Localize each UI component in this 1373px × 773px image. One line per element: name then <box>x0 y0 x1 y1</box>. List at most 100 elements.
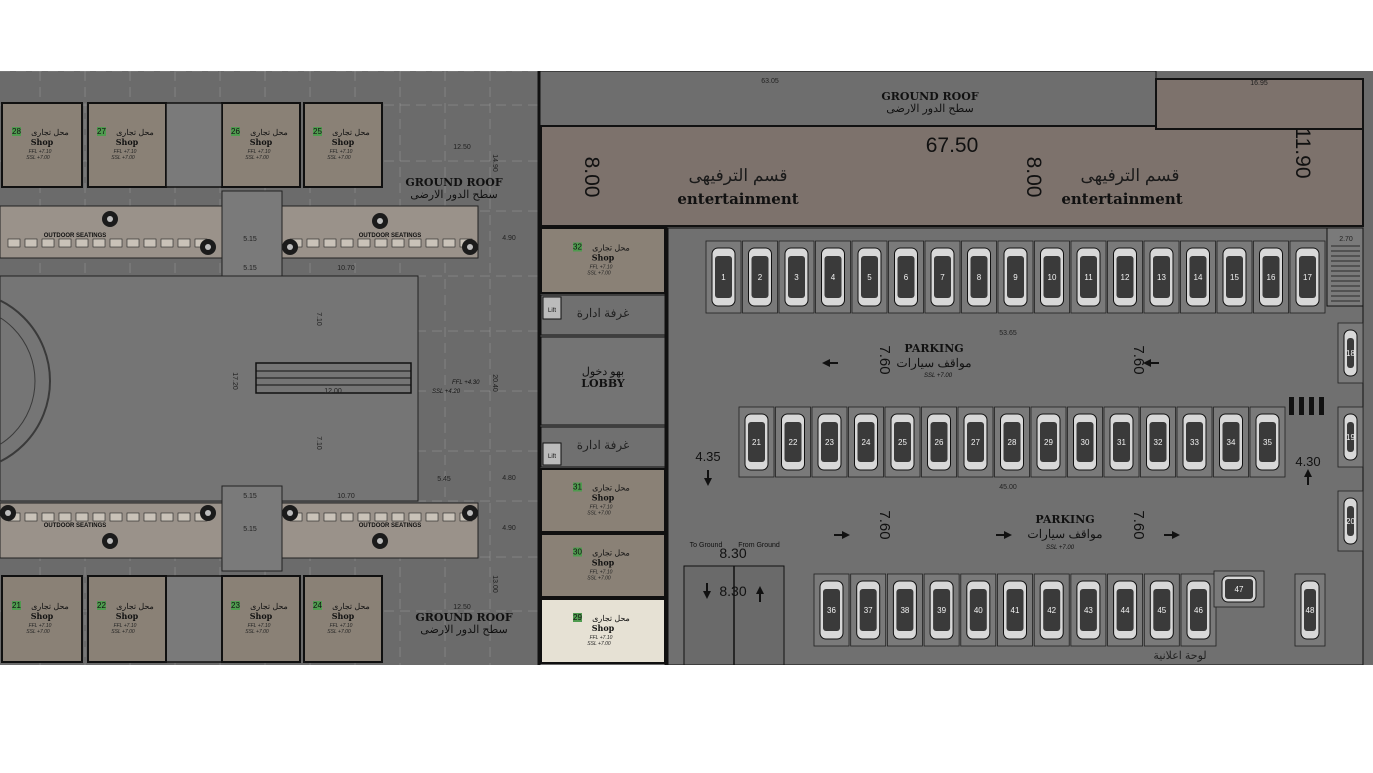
table-icon <box>41 238 55 248</box>
shop-ar-label: محل تجارى <box>592 549 630 558</box>
car-roof <box>857 422 875 462</box>
ssl-parking-bottom: SSL +7.00 <box>1046 545 1075 551</box>
seating-strip-bottom-left <box>0 502 223 559</box>
parking-label-bottom: PARKING <box>1035 513 1094 526</box>
escalator <box>255 362 412 394</box>
table-icon <box>58 238 72 248</box>
fountain-ring <box>0 316 36 446</box>
shop-ssl: SSL +7.00 <box>587 271 611 277</box>
shop-ffl: FFL +7.10 <box>114 149 137 155</box>
car-roof <box>823 589 840 631</box>
shop-ar-label: محل تجارى <box>116 602 154 611</box>
shop-ffl: FFL +7.10 <box>590 570 613 576</box>
tree-core <box>467 510 473 516</box>
shop-room <box>303 102 383 188</box>
parking-bay: 8 <box>961 240 997 314</box>
parking-bay: 23 <box>811 406 848 478</box>
shop-ssl: SSL +7.00 <box>26 155 50 161</box>
car-roof <box>930 422 948 462</box>
car-roof <box>1259 422 1276 462</box>
parking-bay: 32 <box>1140 406 1176 478</box>
bay-number: 8 <box>977 273 982 282</box>
parking-bay: 6 <box>888 240 924 314</box>
shop-ssl: SSL +7.00 <box>26 629 50 635</box>
shop-number-badge <box>97 127 106 136</box>
shop-ar-label: محل تجارى <box>116 128 154 137</box>
bay-number: 40 <box>974 606 983 615</box>
entertainment-ar-right: قسم الترفيهى <box>1080 166 1179 186</box>
dim-7-10-bottom: 7.10 <box>315 436 322 450</box>
shop-number-badge <box>573 547 582 557</box>
car-roof <box>1040 422 1057 462</box>
shop-ar-label: محل تجارى <box>31 602 69 611</box>
bay-number: 21 <box>752 438 761 447</box>
car-roof <box>1076 422 1094 462</box>
service-corridor <box>165 102 223 188</box>
direction-arrow-icon <box>703 583 711 599</box>
dim-4-90-top: 4.90 <box>502 235 516 242</box>
car-roof <box>751 256 769 298</box>
bay-number: 31 <box>1117 438 1126 447</box>
shop-en-label: Shop <box>31 611 54 621</box>
table-icon <box>340 238 354 248</box>
parking-bay: 24 <box>848 406 884 478</box>
dim-4-30: 4.30 <box>1295 454 1320 469</box>
shop-ssl: SSL +7.00 <box>587 641 611 647</box>
stair-right <box>1326 227 1364 307</box>
shop-en-label: Shop <box>116 611 139 621</box>
billboard-label: لوحة اعلانية <box>1153 650 1206 662</box>
bay-number: 4 <box>831 273 836 282</box>
dim-12-50-top: 12.50 <box>453 144 471 151</box>
shop-ar-label: محل تجارى <box>592 244 630 253</box>
tree-core <box>377 218 383 224</box>
entertainment-en-right: entertainment <box>1061 190 1182 208</box>
tree-core <box>107 216 113 222</box>
tree-core <box>205 510 211 516</box>
car-roof <box>784 422 802 462</box>
shop-room <box>87 575 167 663</box>
direction-arrow-icon <box>834 531 850 539</box>
parking-bay: 13 <box>1143 240 1180 314</box>
tree-core <box>377 538 383 544</box>
parking-bay: 4 <box>815 240 851 314</box>
car-roof <box>897 256 915 298</box>
shop-ssl: SSL +7.00 <box>327 155 351 161</box>
dim-top-right: 16.95 <box>1250 80 1268 87</box>
dim-ramp-top: 8.30 <box>719 545 746 561</box>
car-roof <box>970 256 988 298</box>
bay-number: 38 <box>900 606 909 615</box>
car-roof <box>1116 256 1134 298</box>
service-corridor <box>165 575 223 663</box>
tree-core <box>287 244 293 250</box>
parking-bay: 1 <box>705 240 742 314</box>
table-icon <box>374 238 388 248</box>
lift-top <box>542 296 562 320</box>
table-icon <box>408 512 422 522</box>
corridor-top <box>221 190 283 277</box>
bay-number: 32 <box>1154 438 1163 447</box>
table-icon <box>323 238 337 248</box>
dim-entertainment-right: 11.90 <box>1291 128 1314 179</box>
car-roof <box>1007 256 1024 298</box>
parking-ar-top: مواقف سيارات <box>896 356 971 370</box>
bay-number: 12 <box>1121 273 1130 282</box>
lobby <box>540 336 666 426</box>
parking-bay: 14 <box>1180 240 1216 314</box>
bay-number: 16 <box>1267 273 1276 282</box>
tree-core <box>467 244 473 250</box>
car-roof <box>934 256 951 298</box>
shop-number: 23 <box>231 601 240 610</box>
admin-room-top-label: غرفة ادارة <box>577 306 630 320</box>
ground-roof-label-bottom: GROUND ROOF <box>415 611 512 624</box>
car-roof <box>1003 422 1021 462</box>
car-roof <box>824 256 842 298</box>
bay-number: 45 <box>1157 606 1166 615</box>
bay-number: 5 <box>867 273 872 282</box>
dim-5-15-b: 5.15 <box>243 265 257 272</box>
parking-bay: 25 <box>884 406 921 478</box>
shop-number-badge <box>573 242 582 252</box>
dim-entertainment-depth-left: 8.00 <box>580 157 603 198</box>
